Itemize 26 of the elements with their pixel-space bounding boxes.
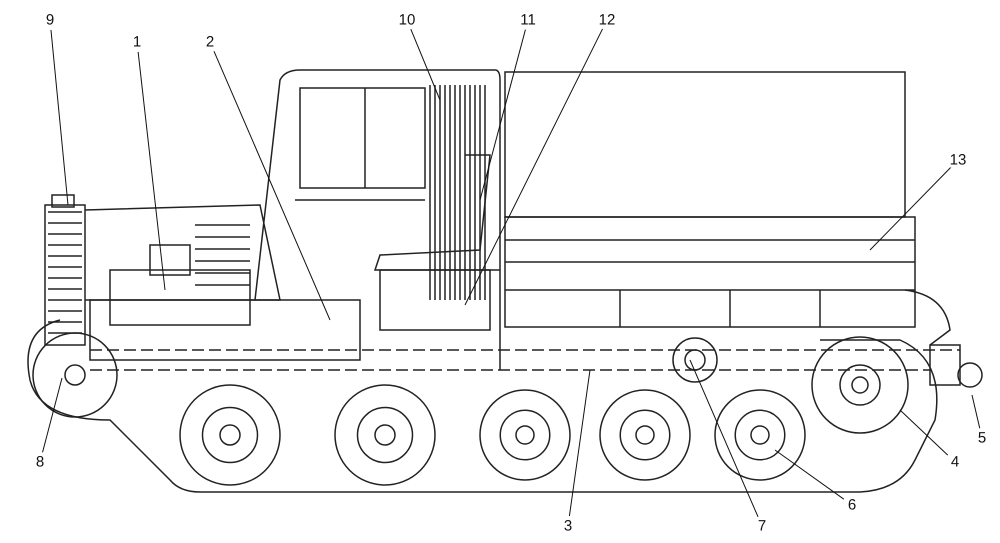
leader-line [774, 450, 844, 500]
callout-number: 8 [34, 454, 46, 470]
leader-line [42, 378, 62, 453]
leader-line [213, 50, 330, 320]
callout-number: 10 [398, 12, 416, 28]
callout-number: 11 [519, 12, 537, 28]
callout-number: 2 [204, 34, 216, 50]
callout-number: 4 [950, 454, 960, 470]
leader-line [870, 166, 952, 250]
leader-line [972, 394, 980, 429]
callout-number: 13 [948, 152, 968, 168]
callout-number: 3 [562, 518, 574, 534]
callout-number: 12 [598, 12, 616, 28]
leader-line [900, 410, 948, 456]
leader-line [480, 29, 526, 200]
leader-line [568, 370, 590, 517]
leader-line [50, 29, 68, 206]
leader-line [138, 51, 166, 290]
callout-number: 9 [44, 12, 56, 28]
leader-line [690, 360, 759, 518]
callout-number: 6 [846, 498, 858, 512]
callout-number: 7 [756, 518, 768, 534]
callout-number: 5 [976, 430, 988, 446]
leader-line [464, 28, 604, 306]
leader-line [410, 28, 440, 100]
callout-number: 1 [132, 34, 142, 50]
